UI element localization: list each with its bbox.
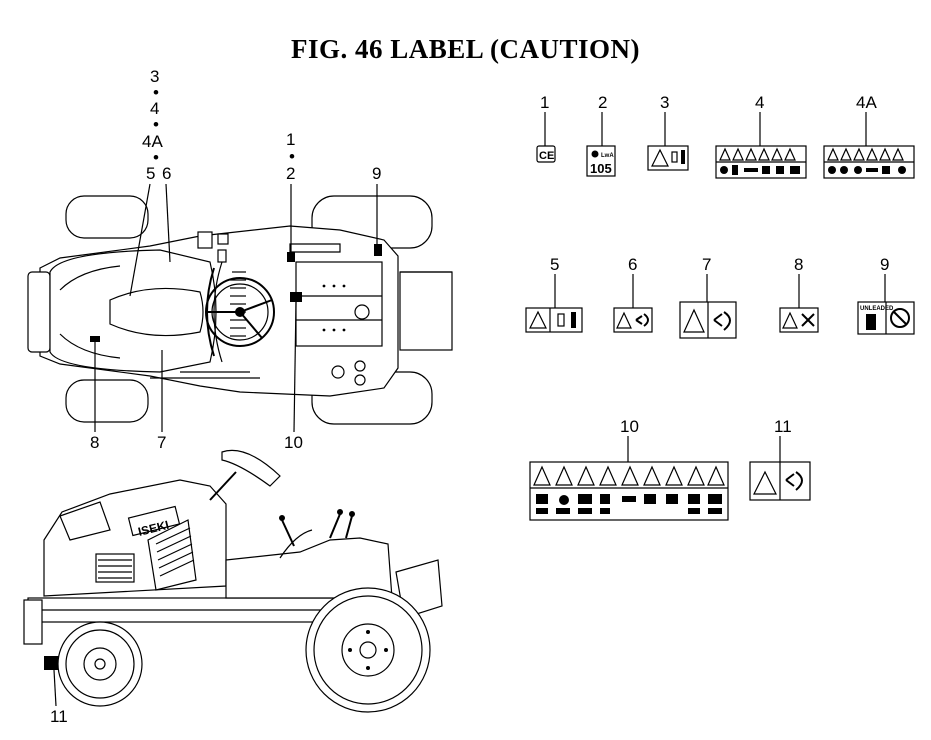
callout-6: 6 [162, 164, 171, 183]
label-number-4: 4 [755, 93, 764, 112]
callout-4: 4 [150, 99, 159, 118]
label-number-11: 11 [774, 417, 792, 436]
label-spot-1-2 [287, 252, 295, 262]
svg-text:•: • [153, 148, 159, 167]
label-number-5: 5 [550, 255, 559, 274]
callout-3: 3 [150, 67, 159, 86]
svg-text:•: • [153, 115, 159, 134]
sound-power-icon [591, 150, 599, 158]
side-front-bumper [23, 599, 43, 645]
fuel-pump-icon [866, 314, 876, 330]
ce-label [536, 145, 556, 163]
svg-text:•: • [153, 83, 159, 102]
pedal [197, 231, 213, 249]
label-4-triangles [719, 147, 796, 161]
front-bumper [27, 271, 51, 353]
top-view-callouts: 3 • 4 • 4A • 5 6 1 • 2 9 8 7 10 [90, 67, 381, 452]
side-steering-wheel [221, 449, 281, 487]
callout-10: 10 [284, 433, 303, 452]
label-number-10: 10 [620, 417, 639, 436]
tractor-top-view [27, 195, 453, 425]
label-row-3: 10 11 [529, 417, 811, 521]
sound-power-label [586, 145, 616, 177]
label-row-1: 1 CE 2 LwA 105 3 4 [536, 93, 915, 179]
rear-body [225, 537, 393, 599]
callout-9: 9 [372, 164, 381, 183]
front-left-tire [65, 195, 149, 239]
label-spot-9 [374, 244, 382, 256]
label-number-3: 3 [660, 93, 669, 112]
callout-1: 1 [286, 130, 295, 149]
warning-triangle-icon [651, 148, 669, 167]
label-number-1: 1 [540, 93, 549, 112]
label-number-6: 6 [628, 255, 637, 274]
hood [49, 249, 217, 373]
tractor-side-view: ISEKI [23, 449, 443, 713]
no-smoking-icon [890, 308, 910, 328]
hand-entanglement-icon [635, 313, 649, 327]
side-vent [147, 519, 197, 591]
callout-11: 11 [50, 707, 68, 726]
svg-text:•: • [289, 147, 295, 166]
figure-title: FIG. 46 LABEL (CAUTION) [290, 34, 641, 64]
label-10-triangles [533, 465, 725, 486]
callout-8: 8 [90, 433, 99, 452]
hood-grille [230, 271, 246, 337]
callout-2: 2 [286, 164, 295, 183]
db-value: 105 [590, 161, 612, 176]
person-icon [681, 150, 685, 164]
label-spot-8 [90, 336, 100, 342]
callout-5: 5 [146, 164, 155, 183]
headlight [59, 501, 111, 541]
lwa-text: LwA [601, 153, 614, 159]
callout-7: 7 [157, 433, 166, 452]
label-number-4a: 4A [856, 93, 877, 112]
hood-window [109, 287, 204, 337]
label-row-2: 5 6 7 8 9 UN [525, 255, 915, 339]
brand-panel [127, 505, 181, 537]
front-right-tire [65, 379, 149, 423]
label-number-9: 9 [880, 255, 889, 274]
label-number-2: 2 [598, 93, 607, 112]
label-number-7: 7 [702, 255, 711, 274]
label-number-8: 8 [794, 255, 803, 274]
callout-4a: 4A [142, 132, 163, 151]
ce-mark-icon: CE [539, 150, 554, 162]
fuel-text: UNLEADED [860, 306, 894, 312]
no-hand-icon [801, 313, 815, 327]
rear-box [399, 271, 453, 351]
label-spot-10 [290, 292, 302, 302]
